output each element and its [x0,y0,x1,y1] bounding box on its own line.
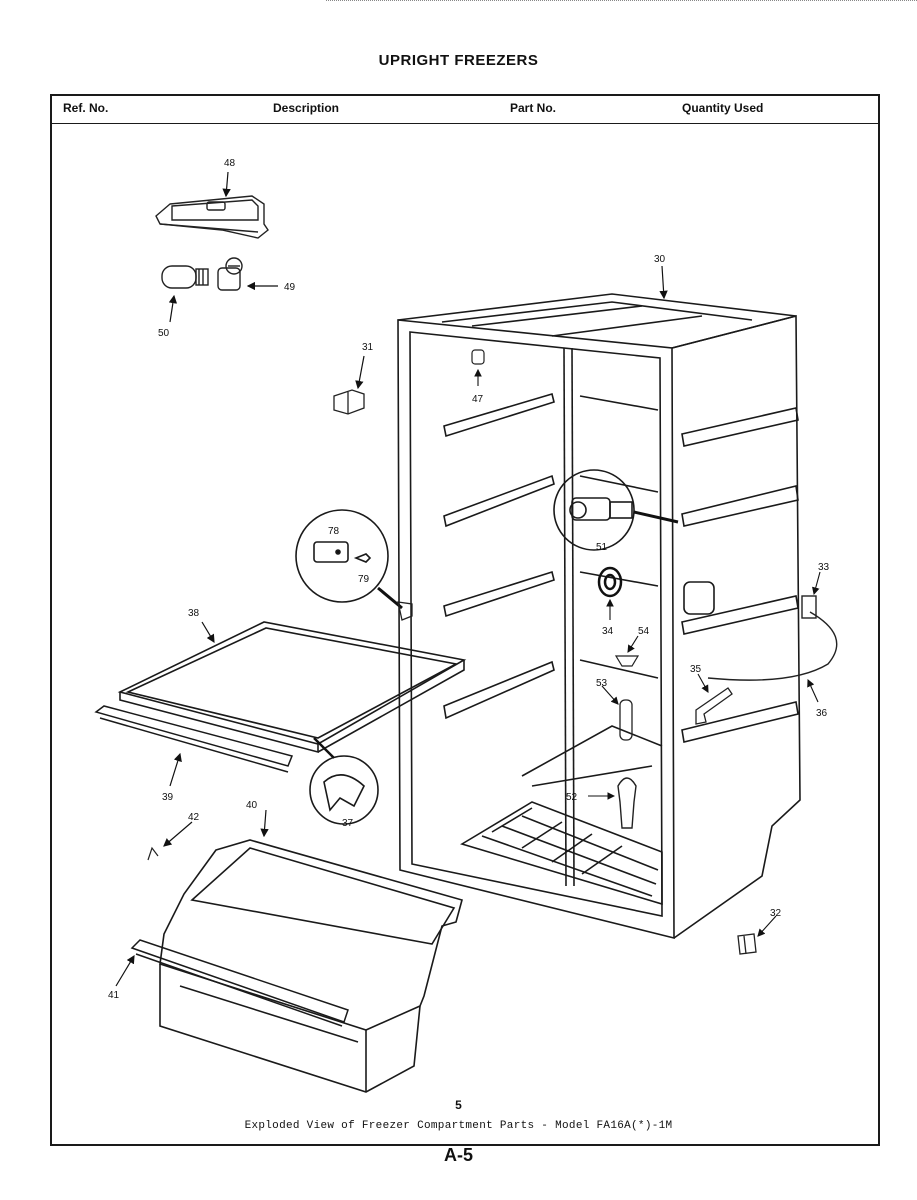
header-part-no: Part No. [510,101,557,115]
callout-30: 30 [654,254,666,265]
light-bulb-part [161,265,209,289]
page-title: UPRIGHT FREEZERS [378,52,539,69]
callout-34: 34 [602,626,614,637]
callout-38: 38 [188,608,200,619]
drain-fitting-part [617,777,637,829]
callout-50: 50 [158,328,170,339]
callout-52: 52 [566,792,578,803]
shelf-trim-part [94,705,294,773]
callout-32: 32 [770,908,782,919]
hinge-detail [295,509,389,603]
clip-part [737,933,757,955]
callout-36: 36 [816,708,828,719]
freezer-shelf-part [117,621,467,754]
drain-cup-part [614,655,640,667]
drain-tube-part [619,699,633,741]
callout-33: 33 [818,562,830,573]
callout-49: 49 [284,282,296,293]
callout-41: 41 [108,990,120,1001]
callout-54: 54 [638,626,650,637]
scan-edge-line [326,0,917,4]
parts-table-frame [50,94,880,1146]
latch-part [695,687,733,725]
page-number: 5 [455,1098,462,1112]
light-socket-part [217,257,243,291]
grommet-part [597,566,623,598]
cap-plug-part [471,349,485,365]
door-bracket-part [333,389,365,415]
basket-handle-part [130,939,349,1027]
callout-78: 78 [328,526,340,537]
callout-79: 79 [358,574,370,585]
freezer-cabinet-liner [397,293,801,940]
header-quantity-used: Quantity Used [682,101,764,115]
header-ref-no: Ref. No. [63,101,109,115]
thermostat-detail [553,469,635,551]
fastener-part [147,846,159,861]
freezer-basket-part [159,839,463,1093]
callout-39: 39 [162,792,174,803]
light-cover-part [155,195,269,239]
power-cord-part [707,595,838,681]
shelf-clip-detail [309,755,379,825]
callout-48: 48 [224,158,236,169]
table-header: Ref. No. Description Part No. Quantity U… [50,94,880,124]
callout-51: 51 [596,542,608,553]
exploded-view-diagram: 48 49 50 31 47 30 51 78 79 33 34 54 38 3… [94,158,838,1093]
callout-47: 47 [472,394,484,405]
sheet-id: A-5 [443,1145,473,1165]
figure-caption: Exploded View of Freezer Compartment Par… [244,1120,673,1132]
callout-31: 31 [362,342,374,353]
callout-37: 37 [342,818,354,829]
callout-40: 40 [246,800,258,811]
callout-53: 53 [596,678,608,689]
header-description: Description [273,101,340,115]
callout-42: 42 [188,812,200,823]
callout-35: 35 [690,664,702,675]
